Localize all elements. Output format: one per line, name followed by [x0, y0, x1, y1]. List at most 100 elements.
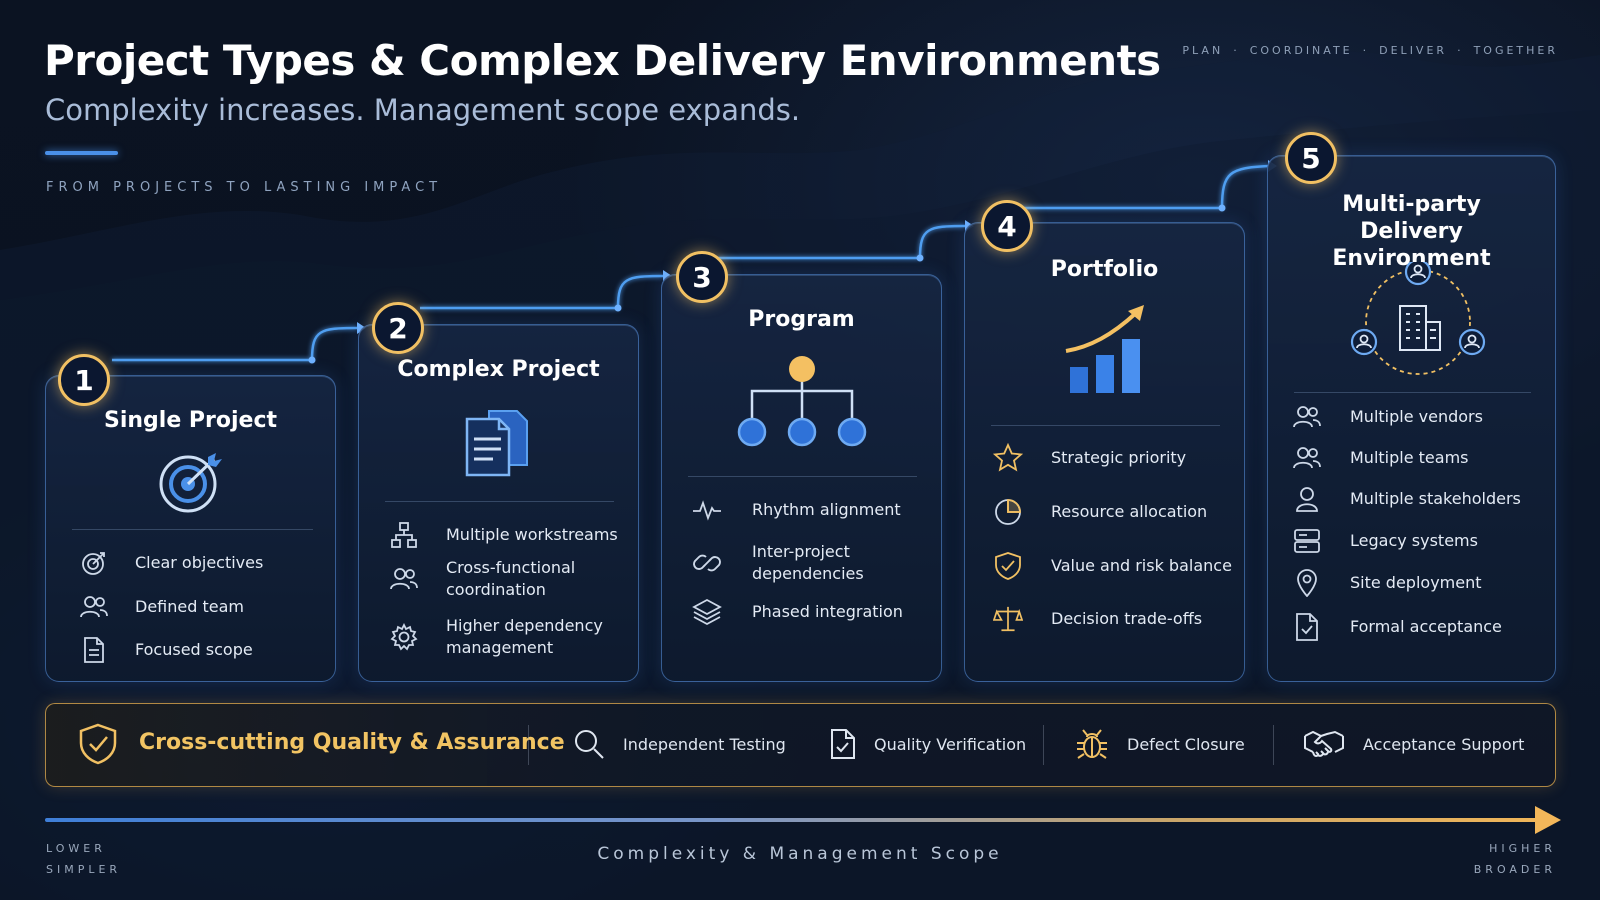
axis-arrowhead-icon: [1535, 806, 1561, 834]
item-label: Resource allocation: [1051, 502, 1208, 521]
step-badge: 2: [372, 302, 424, 354]
item-label: Multiple vendors: [1350, 407, 1483, 426]
target-icon: [156, 451, 226, 513]
card-portfolio: Portfolio Strategic priority Resource al…: [964, 222, 1245, 682]
team-icon: [1292, 402, 1322, 432]
item-label: Multiple teams: [1350, 448, 1469, 467]
handshake-icon: [1303, 728, 1345, 760]
star-icon: [993, 443, 1023, 473]
list-item: Focused scope: [79, 635, 253, 665]
complexity-axis-line: [45, 818, 1545, 822]
motto-word: PLAN: [1182, 44, 1224, 57]
item-label: Inter-project dependencies: [752, 542, 864, 583]
layers-icon: [692, 597, 722, 627]
axis-high-word: BROADER: [1473, 863, 1556, 876]
list-item: Multiple teams: [1292, 443, 1468, 473]
doc-check-icon: [830, 728, 856, 760]
page-title: Project Types & Complex Delivery Environ…: [44, 36, 1161, 85]
top-right-motto: PLAN·COORDINATE·DELIVER·TOGETHER: [1182, 44, 1558, 57]
quality-item: Defect Closure: [1075, 728, 1245, 760]
tagline: FROM PROJECTS TO LASTING IMPACT: [46, 180, 443, 195]
page-subtitle: Complexity increases. Management scope e…: [45, 93, 801, 127]
card-title: Program: [748, 307, 855, 332]
team-icon: [1292, 443, 1322, 473]
list-item: Higher dependency management: [389, 615, 616, 659]
list-item: Phased integration: [692, 597, 903, 627]
card-title: Portfolio: [1050, 257, 1159, 282]
card-divider: [688, 476, 917, 477]
card-program: Program Rhythm alignment Inter-project d…: [661, 274, 942, 682]
doc-check-icon: [1292, 612, 1322, 642]
item-label: Focused scope: [135, 640, 253, 659]
list-item: Clear objectives: [79, 548, 263, 578]
card-divider: [72, 529, 313, 530]
link-icon: [692, 548, 722, 578]
list-item: Rhythm alignment: [692, 495, 901, 525]
item-label: Clear objectives: [135, 553, 264, 572]
list-item: Resource allocation: [993, 497, 1207, 527]
list-item: Inter-project dependencies: [692, 541, 902, 585]
quality-title: Cross-cutting Quality & Assurance: [139, 730, 565, 755]
divider: [1043, 725, 1044, 765]
item-label: Legacy systems: [1350, 531, 1478, 550]
card-divider: [385, 501, 614, 502]
server-icon: [1292, 526, 1322, 556]
divider: [528, 725, 529, 765]
list-item: Defined team: [79, 592, 244, 622]
target-icon: [79, 548, 109, 578]
card-complex-project: Complex Project Multiple workstreams Cro…: [358, 324, 639, 682]
magnifier-icon: [573, 728, 605, 760]
list-item: Value and risk balance: [993, 551, 1232, 581]
list-item: Strategic priority: [993, 443, 1186, 473]
hierarchy-icon: [732, 353, 872, 453]
step-badge: 1: [58, 354, 110, 406]
shield-check-icon: [78, 722, 118, 766]
item-label: Defined team: [135, 597, 244, 616]
location-pin-icon: [1292, 568, 1322, 598]
motto-word: DELIVER: [1379, 44, 1448, 57]
list-item: Decision trade-offs: [993, 604, 1202, 634]
item-label: Higher dependency management: [446, 616, 603, 657]
card-title: Complex Project: [397, 357, 600, 382]
quality-item-label: Independent Testing: [623, 734, 786, 754]
quality-item-label: Quality Verification: [874, 734, 1027, 754]
list-item: Cross-functional coordination: [389, 557, 606, 601]
quality-item: Acceptance Support: [1303, 728, 1524, 760]
documents-icon: [463, 407, 537, 477]
item-label: Multiple workstreams: [446, 525, 618, 544]
growth-chart-icon: [1060, 303, 1155, 399]
shield-check-icon: [993, 551, 1023, 581]
card-title: Single Project: [103, 408, 278, 433]
axis-low-word: LOWER: [46, 842, 106, 855]
list-item: Multiple vendors: [1292, 402, 1483, 432]
axis-title: Complexity & Management Scope: [597, 844, 1003, 864]
item-label: Strategic priority: [1051, 448, 1187, 467]
title-accent-line: [45, 151, 118, 155]
team-icon: [79, 592, 109, 622]
list-item: Legacy systems: [1292, 526, 1478, 556]
item-label: Multiple stakeholders: [1350, 489, 1521, 508]
axis-high-word: HIGHER: [1489, 842, 1556, 855]
person-icon: [1292, 484, 1322, 514]
bug-icon: [1075, 728, 1109, 760]
scales-icon: [993, 604, 1023, 634]
item-label: Phased integration: [752, 602, 903, 621]
pie-icon: [993, 497, 1023, 527]
card-title: Multi-party Delivery Environment: [1332, 192, 1491, 271]
card-multi-party: Multi-party Delivery Environment Multipl…: [1267, 155, 1556, 682]
gear-icon: [389, 622, 419, 652]
axis-low-word: SIMPLER: [46, 863, 122, 876]
item-label: Formal acceptance: [1350, 617, 1502, 636]
team-icon: [389, 564, 419, 594]
item-label: Rhythm alignment: [752, 500, 901, 519]
axis-low-label: LOWER SIMPLER: [46, 838, 121, 880]
quality-item-label: Defect Closure: [1127, 734, 1245, 754]
step-badge: 5: [1285, 132, 1337, 184]
item-label: Site deployment: [1350, 573, 1482, 592]
list-item: Site deployment: [1292, 568, 1482, 598]
step-badge: 3: [676, 251, 728, 303]
document-icon: [79, 635, 109, 665]
motto-word: TOGETHER: [1473, 44, 1558, 57]
workstreams-icon: [389, 520, 419, 550]
quality-item: Independent Testing: [573, 728, 786, 760]
